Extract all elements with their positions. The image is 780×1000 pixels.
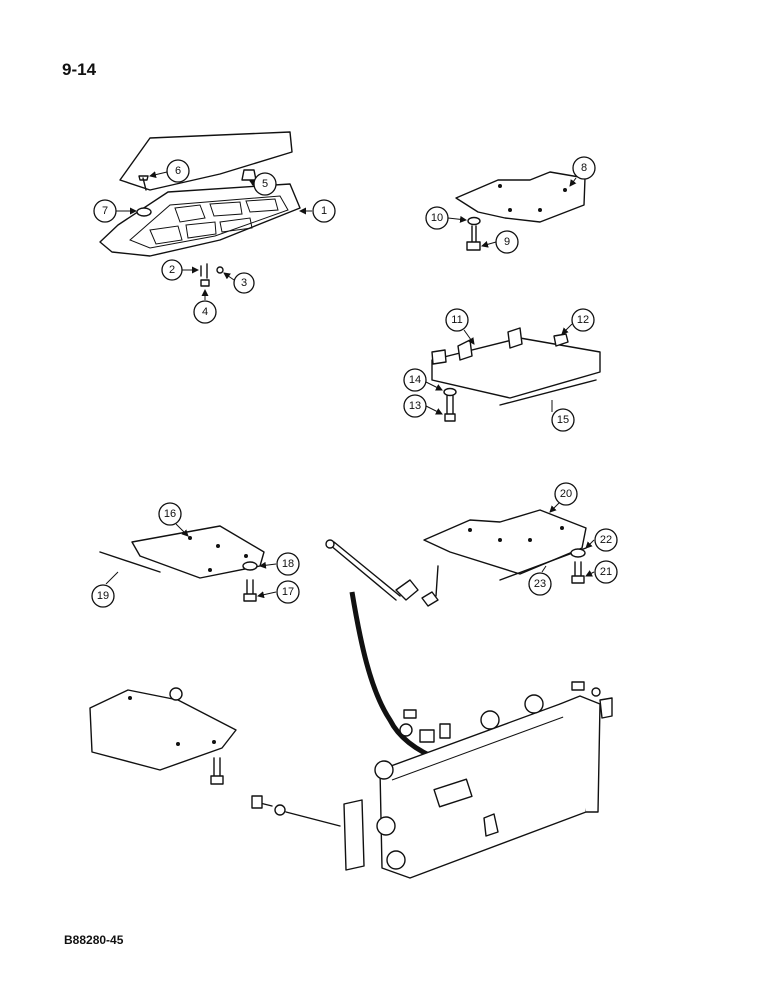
callout-3: 3 [233,272,255,294]
svg-text:2: 2 [169,264,175,276]
svg-text:21: 21 [600,566,612,578]
svg-text:1: 1 [321,205,327,217]
callout-7: 7 [93,199,117,223]
callout-10: 10 [425,206,449,230]
svg-text:8: 8 [581,162,587,174]
callout-6: 6 [166,159,190,183]
plate-16-assembly [99,525,265,602]
callout-18: 18 [276,552,300,576]
callout-1: 1 [312,199,336,223]
svg-text:9: 9 [504,236,510,248]
svg-text:12: 12 [577,314,589,326]
callout-11: 11 [445,308,469,332]
svg-text:14: 14 [409,374,421,386]
svg-text:4: 4 [202,306,208,318]
leader-lines [105,171,595,599]
svg-text:6: 6 [175,165,181,177]
svg-text:10: 10 [431,212,443,224]
svg-text:18: 18 [282,558,294,570]
svg-text:19: 19 [97,590,109,602]
callout-22: 22 [594,528,618,552]
callout-12: 12 [571,308,595,332]
figure-code: B88280-45 [64,933,124,947]
callout-9: 9 [495,230,519,254]
callout-13: 13 [403,394,427,418]
plate-20-assembly [423,509,587,584]
svg-text:16: 16 [164,508,176,520]
callout-16: 16 [158,502,182,526]
callout-19: 19 [91,584,115,608]
svg-text:13: 13 [409,400,421,412]
svg-text:7: 7 [102,205,108,217]
svg-text:17: 17 [282,586,294,598]
svg-text:5: 5 [262,178,268,190]
callout-4: 4 [193,300,217,324]
svg-text:15: 15 [557,414,569,426]
svg-text:11: 11 [451,314,462,326]
callout-17: 17 [276,580,300,604]
callout-20: 20 [554,482,578,506]
svg-text:23: 23 [534,578,546,590]
callout-2: 2 [161,259,183,281]
svg-text:3: 3 [241,277,247,289]
lower-panel-assembly [343,681,613,879]
callout-15: 15 [551,408,575,432]
floor-mat-assembly [99,131,301,287]
linkage-rod-assembly [325,539,441,763]
tray-11-assembly [431,327,601,422]
callout-5: 5 [253,172,277,196]
callout-14: 14 [403,368,427,392]
svg-text:22: 22 [600,534,612,546]
callout-21: 21 [594,560,618,584]
callout-8: 8 [572,156,596,180]
callout-23: 23 [528,572,552,596]
lower-left-plate-assembly [89,687,341,827]
svg-text:20: 20 [560,488,572,500]
page-number: 9-14 [62,60,97,79]
plate-8-assembly [455,171,586,251]
